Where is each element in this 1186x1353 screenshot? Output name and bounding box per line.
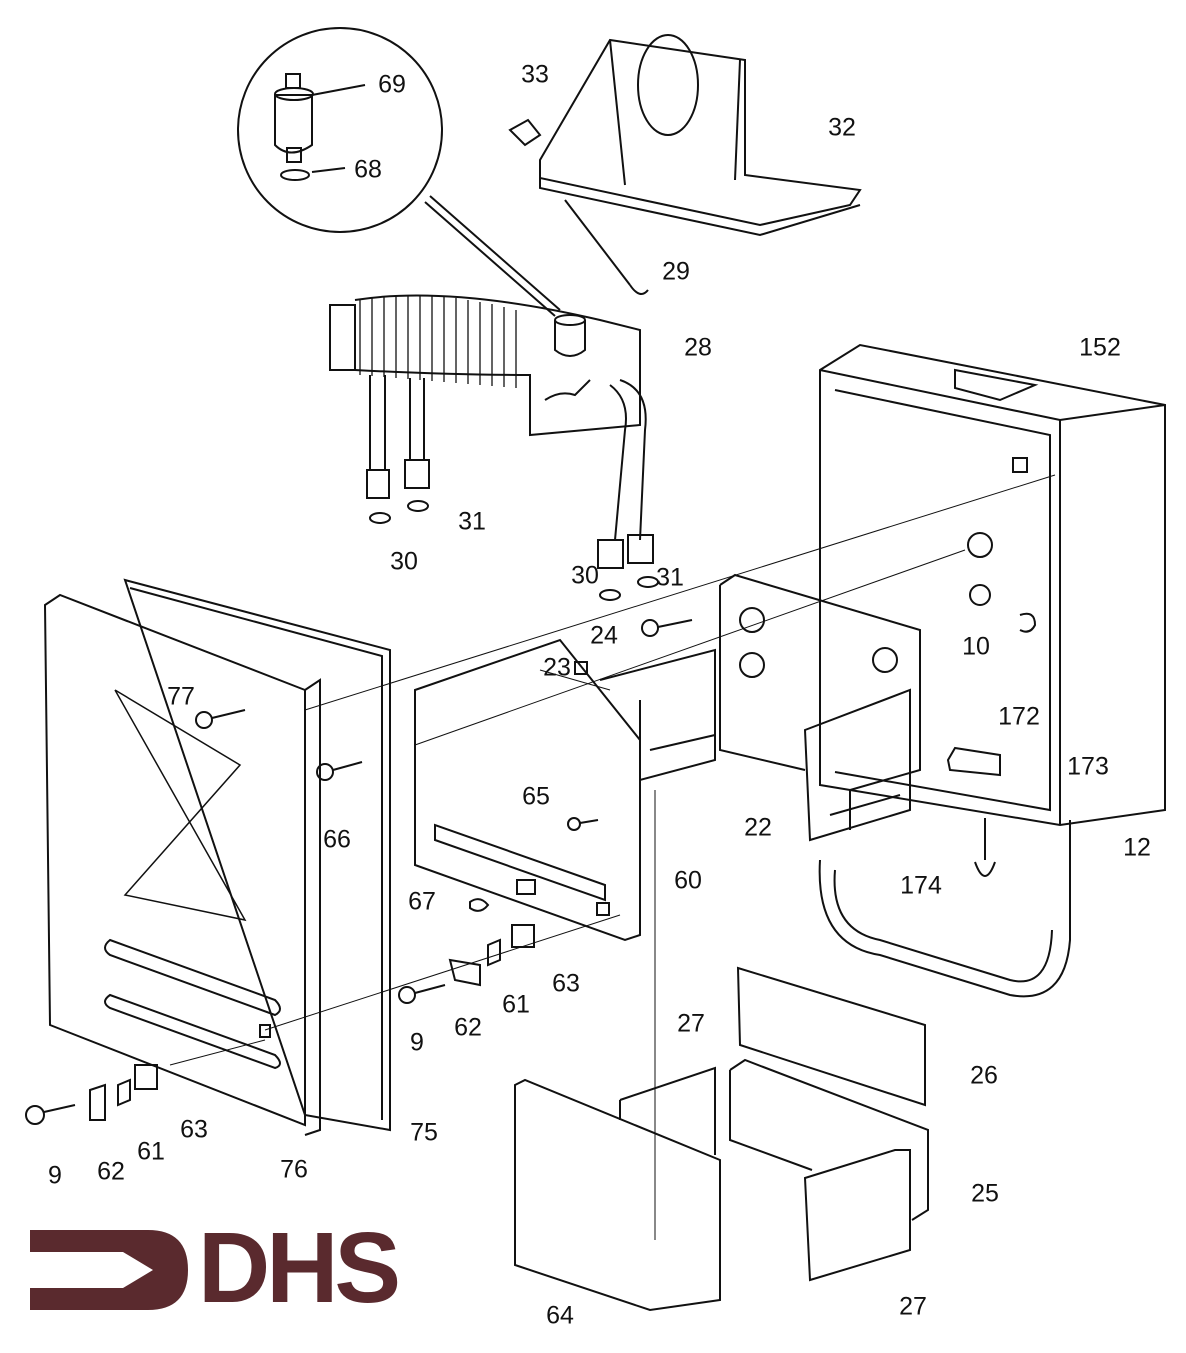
front-panel xyxy=(43,578,391,1136)
part-label: 152 xyxy=(1079,333,1121,362)
part-label: 32 xyxy=(828,113,856,142)
part-label: 69 xyxy=(378,70,406,99)
part-label: 22 xyxy=(744,813,772,842)
part-label: 23 xyxy=(543,653,571,682)
part-label: 61 xyxy=(502,990,530,1019)
part-label: 62 xyxy=(454,1013,482,1042)
logo-text: DHS xyxy=(198,1212,401,1324)
part-label: 172 xyxy=(998,702,1040,731)
part-label: 67 xyxy=(408,887,436,916)
inner-chassis xyxy=(599,573,921,842)
fasteners xyxy=(25,619,693,1125)
part-label: 64 xyxy=(546,1301,574,1330)
part-label: 63 xyxy=(552,969,580,998)
part-label: 66 xyxy=(323,825,351,854)
part-label: 9 xyxy=(48,1161,62,1190)
part-label: 31 xyxy=(656,563,684,592)
washers xyxy=(369,500,659,601)
part-label: 30 xyxy=(571,561,599,590)
logo-arrow-icon xyxy=(30,1230,188,1310)
part-label: 33 xyxy=(521,60,549,89)
part-label: 173 xyxy=(1067,752,1109,781)
part-label: 31 xyxy=(458,507,486,536)
heat-exchanger xyxy=(329,294,654,569)
part-label: 62 xyxy=(97,1157,125,1186)
part-label: 63 xyxy=(180,1115,208,1144)
part-label: 27 xyxy=(899,1292,927,1321)
part-label: 29 xyxy=(662,257,690,286)
dhs-logo: DHS xyxy=(28,1218,401,1318)
part-label: 60 xyxy=(674,866,702,895)
inner-panel xyxy=(414,638,641,942)
part-label: 75 xyxy=(410,1118,438,1147)
part-label: 68 xyxy=(354,155,382,184)
part-label: 24 xyxy=(590,621,618,650)
part-label: 12 xyxy=(1123,833,1151,862)
part-label: 28 xyxy=(684,333,712,362)
part-label: 26 xyxy=(970,1061,998,1090)
part-label: 25 xyxy=(971,1179,999,1208)
lower-baffles xyxy=(514,966,929,1312)
flue-hood xyxy=(508,34,862,295)
alignment-lines xyxy=(169,474,1056,1240)
part-label: 174 xyxy=(900,871,942,900)
part-label: 65 xyxy=(522,782,550,811)
part-label: 9 xyxy=(410,1028,424,1057)
part-label: 61 xyxy=(137,1137,165,1166)
part-label: 27 xyxy=(677,1009,705,1038)
part-label: 10 xyxy=(962,632,990,661)
air-vent-inset xyxy=(237,27,561,317)
part-label: 76 xyxy=(280,1155,308,1184)
part-label: 77 xyxy=(167,682,195,711)
part-label: 30 xyxy=(390,547,418,576)
outer-casing xyxy=(818,343,1166,998)
